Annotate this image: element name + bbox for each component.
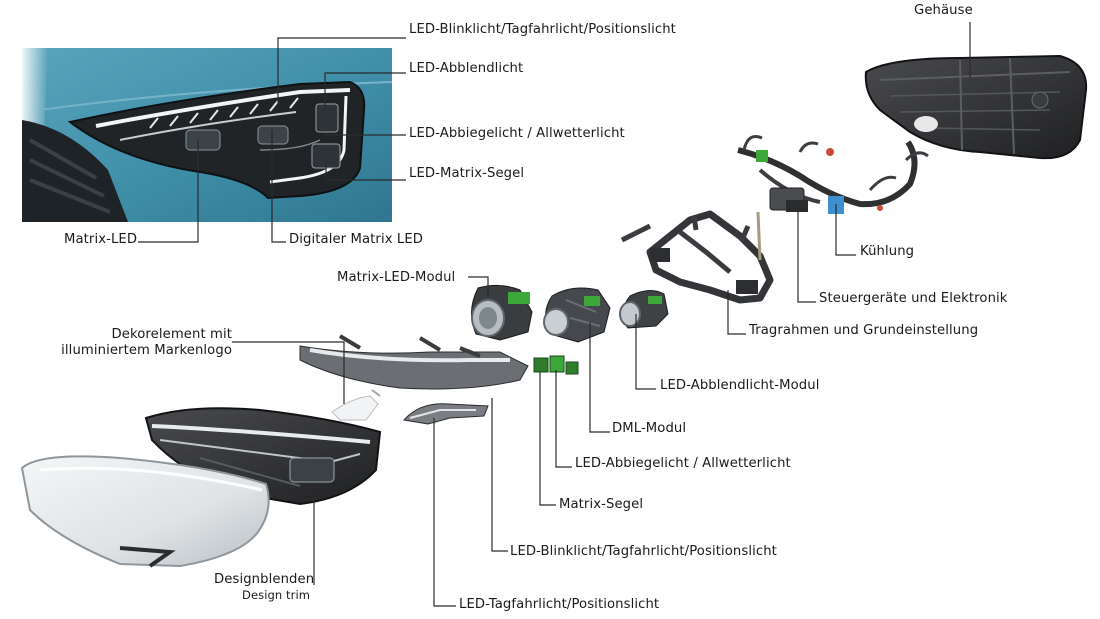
- leader-lines: [138, 22, 971, 607]
- logo-decor-part: [331, 389, 381, 421]
- matrix-led-module-part: [471, 284, 533, 341]
- label-dml-modul: DML-Modul: [612, 421, 687, 436]
- car-front-photo: [22, 48, 393, 222]
- label-kuehlung: Kühlung: [860, 244, 915, 259]
- label-top-abblendlicht: LED-Abblendlicht: [409, 61, 524, 76]
- label-matrix-led-modul: Matrix-LED-Modul: [337, 270, 456, 285]
- outer-lens-part: [20, 455, 270, 568]
- label-tagfahrlicht: LED-Tagfahrlicht/Positionslicht: [459, 597, 660, 612]
- label-abblendlicht-modul: LED-Abblendlicht-Modul: [660, 378, 820, 393]
- pcb-boards-part: [533, 355, 579, 375]
- label-gehaeuse: Gehäuse: [914, 3, 973, 18]
- label-bottom-abbiegelicht: LED-Abbiegelicht / Allwetterlicht: [575, 456, 791, 471]
- label-dekorelement-line2: illuminiertem Markenlogo: [61, 343, 232, 358]
- label-dekorelement-line1: Dekorelement mit: [111, 327, 232, 342]
- label-top-abbiegelicht: LED-Abbiegelicht / Allwetterlicht: [409, 126, 625, 141]
- wiring-harness-part: [737, 135, 929, 214]
- label-dekorelement: Dekorelement mit illuminiertem Markenlog…: [61, 327, 232, 359]
- label-bottom-matrix-segel: Matrix-Segel: [559, 497, 644, 512]
- label-top-blinklicht: LED-Blinklicht/Tagfahrlicht/Positionslic…: [409, 22, 676, 37]
- label-matrix-led: Matrix-LED: [64, 232, 138, 247]
- label-designblenden: Designblenden: [214, 572, 315, 587]
- label-steuergeraete: Steuergeräte und Elektronik: [819, 291, 1008, 306]
- support-frame-part: [620, 210, 774, 304]
- housing-part: [864, 54, 1088, 160]
- label-bottom-blinklicht: LED-Blinklicht/Tagfahrlicht/Positionslic…: [510, 544, 777, 559]
- label-tragrahmen: Tragrahmen und Grundeinstellung: [749, 323, 979, 338]
- drl-guide-part: [403, 403, 489, 425]
- low-beam-module-part: [619, 290, 669, 329]
- light-guide-strip-part: [299, 334, 529, 390]
- label-top-matrix-segel: LED-Matrix-Segel: [409, 166, 525, 181]
- label-design-trim: Design trim: [242, 588, 311, 602]
- dml-module-part: [543, 287, 611, 343]
- label-digitaler-matrix-led: Digitaler Matrix LED: [289, 232, 424, 247]
